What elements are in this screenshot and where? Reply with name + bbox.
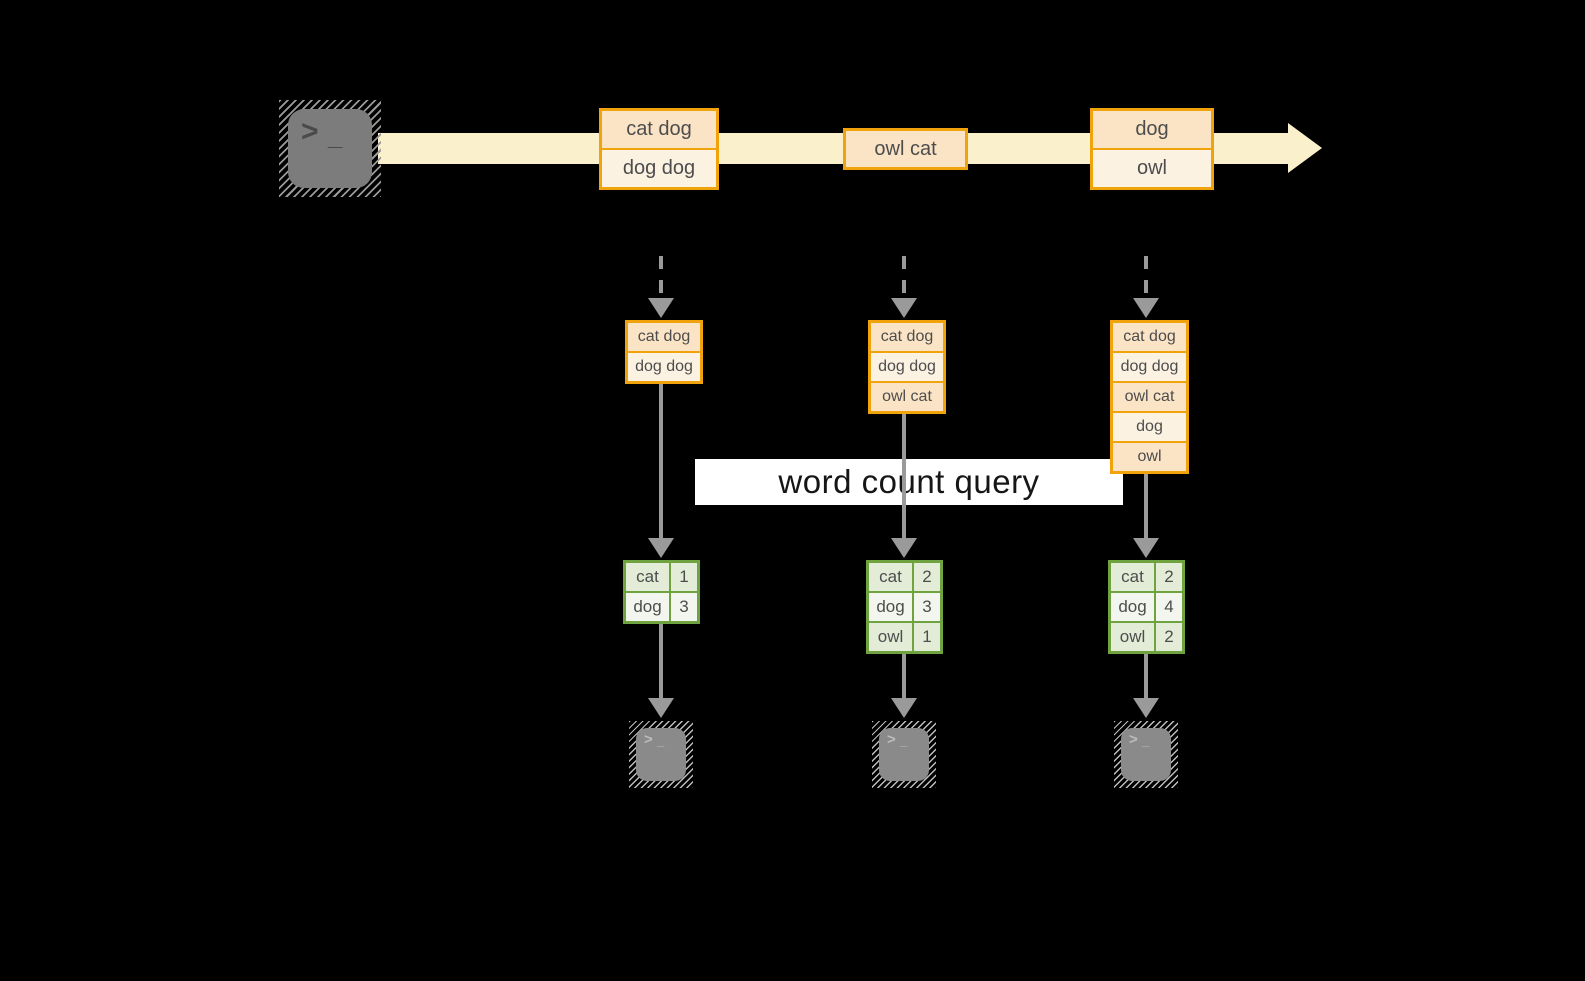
arrowhead-icon [648,698,674,718]
word-cell: owl [869,623,912,651]
prompt-chevron-icon: > [644,731,653,748]
prompt-cursor-icon: _ [900,733,908,748]
count-cell: 3 [671,593,697,621]
connector-line [1144,474,1148,538]
buffer-stack-2: cat dog dog dog owl cat [868,320,946,414]
stream-event-2: owl cat [843,128,968,170]
output-terminal-icon-2: > _ [872,721,936,788]
terminal-body: > _ [288,109,372,188]
event-line: dog [1093,111,1211,148]
stream-arrowhead-icon [1288,123,1322,173]
output-terminal-icon-3: > _ [1114,721,1178,788]
dashed-connector [659,256,663,300]
arrowhead-icon [648,298,674,318]
dashed-connector [902,256,906,300]
event-line: owl cat [846,131,965,167]
count-cell: 1 [671,563,697,591]
dashed-connector [1144,256,1148,300]
query-banner: word count query [695,459,1123,505]
buffer-stack-1: cat dog dog dog [625,320,703,384]
event-line: dog dog [602,150,716,187]
event-line: cat dog [602,111,716,148]
connector-line [902,654,906,700]
terminal-body: > _ [879,728,929,781]
buffer-item: dog dog [1113,353,1186,381]
connector-line [1144,654,1148,700]
count-table-3: cat 2 dog 4 owl 2 [1108,560,1185,654]
count-table-1: cat 1 dog 3 [623,560,700,624]
word-cell: cat [869,563,912,591]
buffer-item: cat dog [628,323,700,351]
prompt-cursor-icon: _ [1142,733,1150,748]
word-cell: cat [626,563,669,591]
buffer-item: owl cat [1113,383,1186,411]
prompt-cursor-icon: _ [657,733,665,748]
word-cell: dog [869,593,912,621]
prompt-chevron-icon: > [1129,731,1138,748]
arrowhead-icon [648,538,674,558]
arrowhead-icon [891,538,917,558]
count-cell: 2 [914,563,940,591]
word-cell: cat [1111,563,1154,591]
count-cell: 4 [1156,593,1182,621]
stream-event-1: cat dog dog dog [599,108,719,190]
terminal-body: > _ [636,728,686,781]
prompt-cursor-icon: _ [328,121,343,151]
buffer-item: owl [1113,443,1186,471]
arrowhead-icon [1133,698,1159,718]
arrowhead-icon [1133,538,1159,558]
buffer-item: dog dog [628,353,700,381]
buffer-item: cat dog [871,323,943,351]
buffer-item: dog dog [871,353,943,381]
word-cell: owl [1111,623,1154,651]
buffer-item: owl cat [871,383,943,411]
source-terminal-icon: > _ [279,100,381,197]
count-cell: 2 [1156,623,1182,651]
connector-line [659,384,663,538]
arrowhead-icon [891,298,917,318]
terminal-body: > _ [1121,728,1171,781]
count-table-2: cat 2 dog 3 owl 1 [866,560,943,654]
connector-line [902,414,906,538]
count-cell: 3 [914,593,940,621]
arrowhead-icon [891,698,917,718]
buffer-item: dog [1113,413,1186,441]
arrowhead-icon [1133,298,1159,318]
prompt-chevron-icon: > [887,731,896,748]
connector-line [659,624,663,700]
buffer-item: cat dog [1113,323,1186,351]
event-line: owl [1093,150,1211,187]
prompt-chevron-icon: > [301,115,319,148]
output-terminal-icon-1: > _ [629,721,693,788]
count-cell: 1 [914,623,940,651]
word-cell: dog [1111,593,1154,621]
word-cell: dog [626,593,669,621]
buffer-stack-3: cat dog dog dog owl cat dog owl [1110,320,1189,474]
stream-event-3: dog owl [1090,108,1214,190]
count-cell: 2 [1156,563,1182,591]
